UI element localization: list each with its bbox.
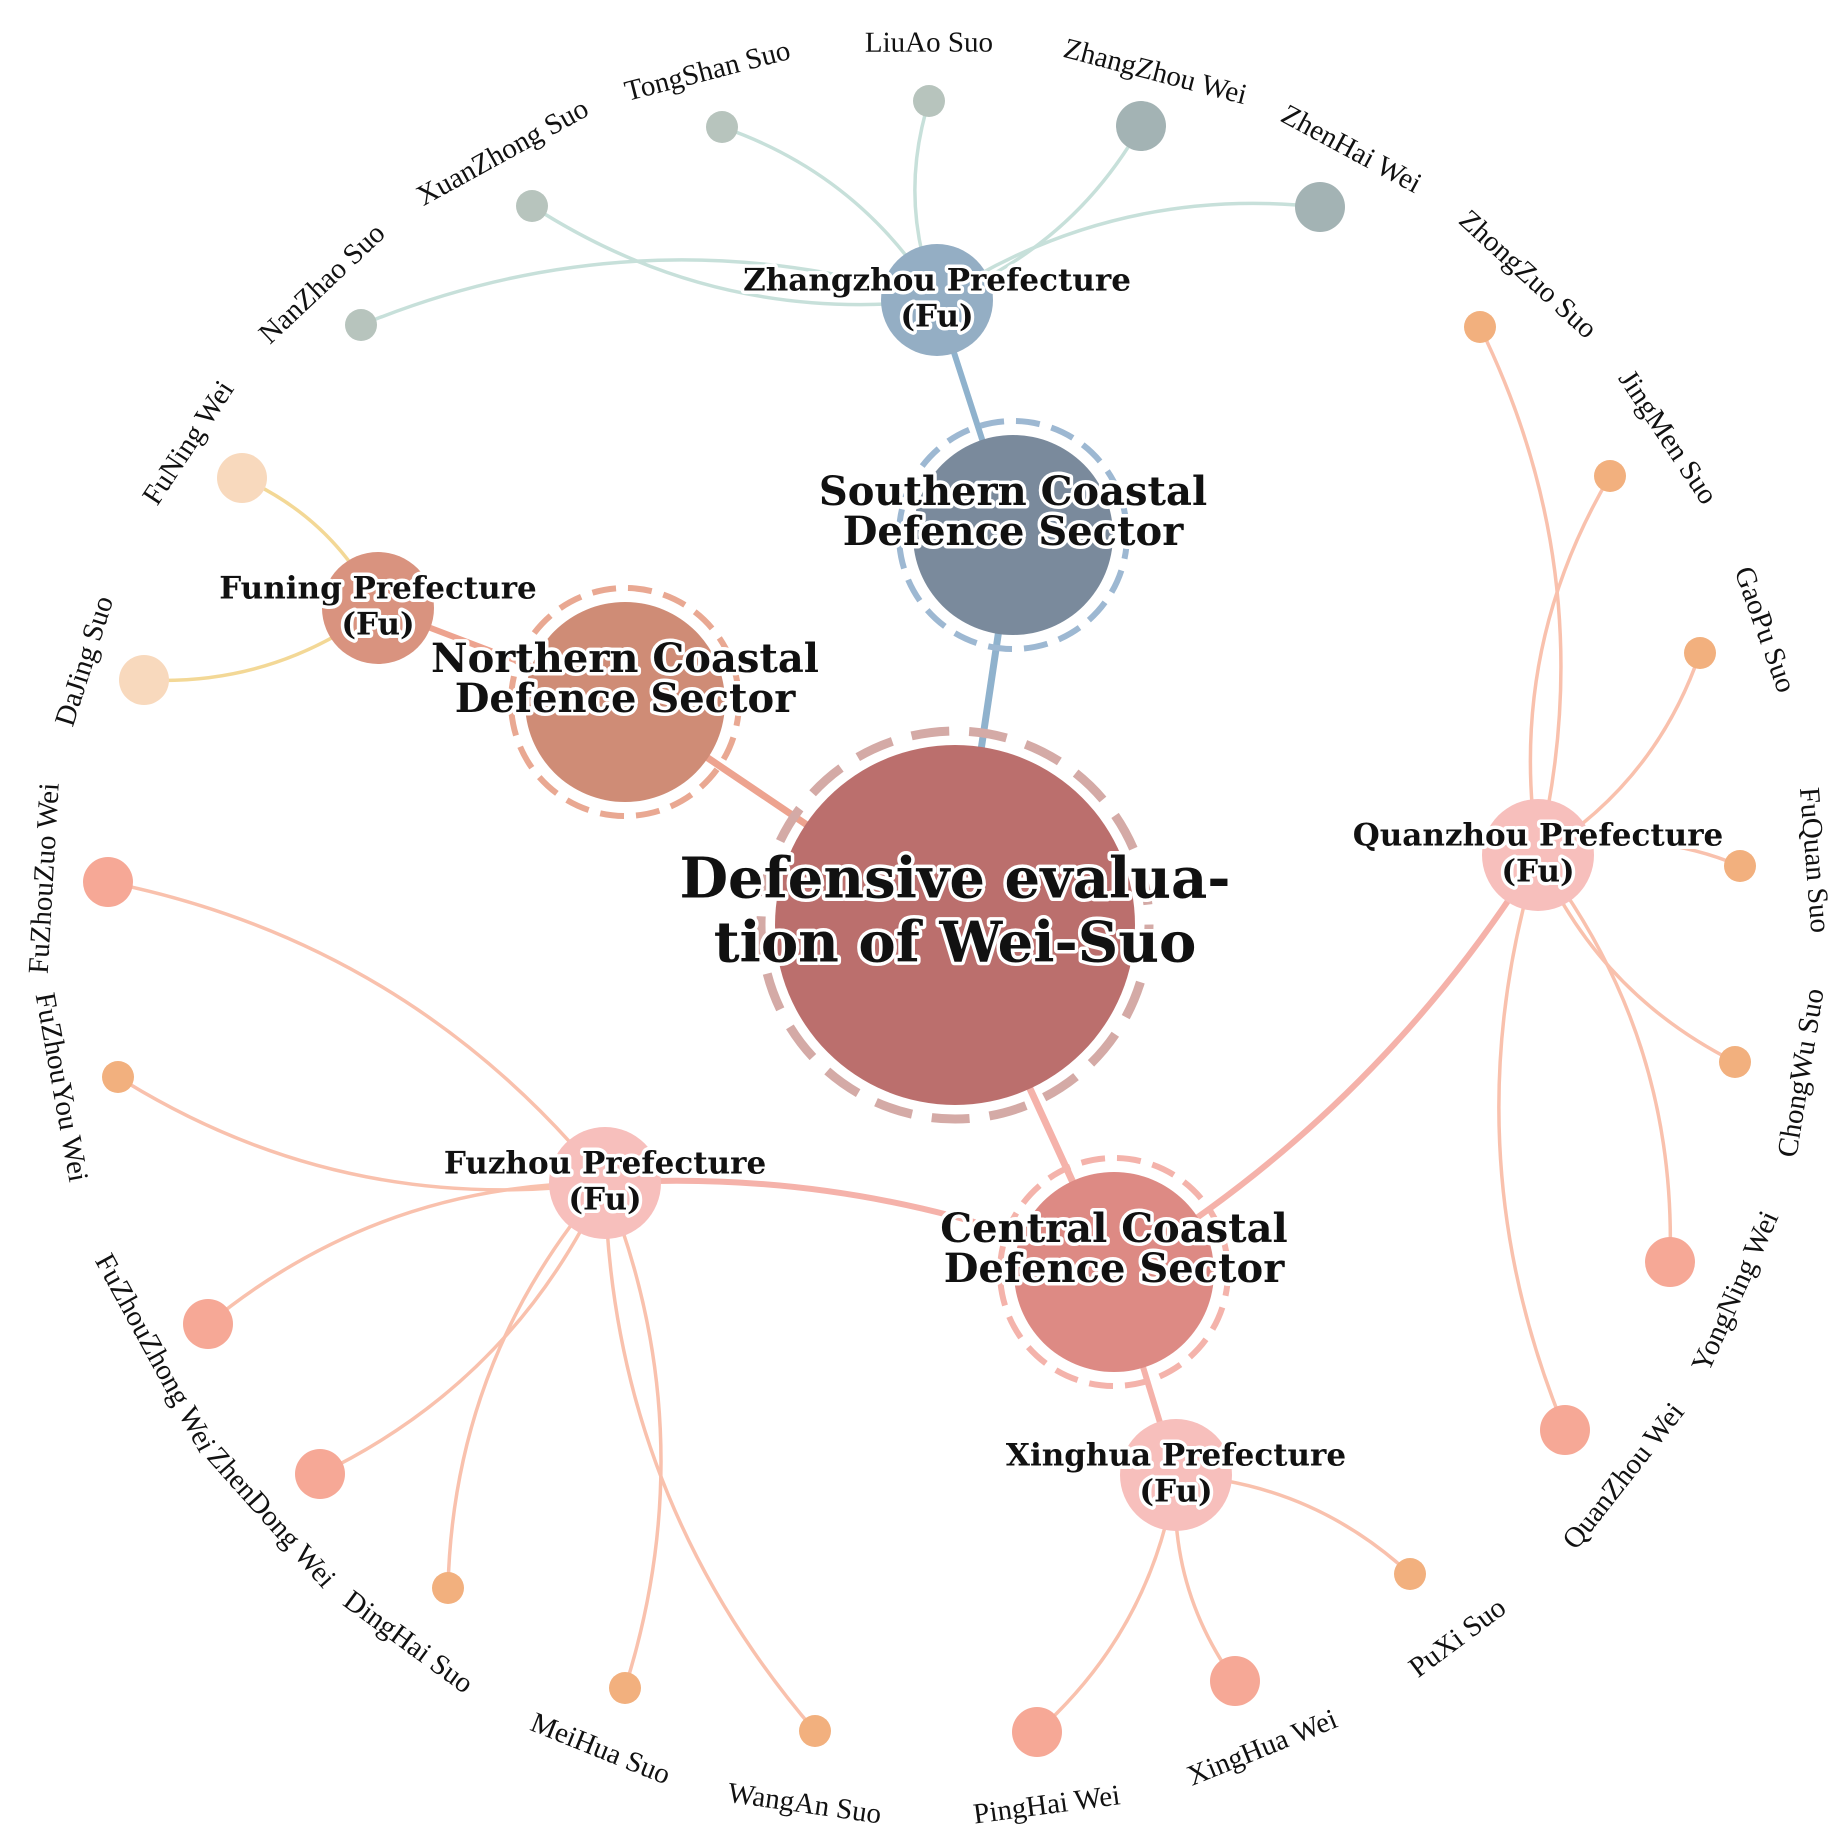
- link-fuzhou-meihua: [603, 1182, 663, 1689]
- leaf-node-fuzhouyou: [102, 1061, 134, 1093]
- leaf-label-yongning: YongNing Wei: [1685, 1206, 1785, 1376]
- sector-node-central-ring: [997, 1155, 1231, 1389]
- link-quanzhou-quanzhouwei: [1497, 854, 1567, 1431]
- leaf-label-fuquan: FuQuan Suo: [1793, 786, 1836, 934]
- leaf-node-quanzhouwei: [1540, 1405, 1590, 1455]
- leaf-label-chongwu: ChongWu Suo: [1771, 986, 1830, 1159]
- leaf-label-puxi: PuXi Suo: [1403, 1591, 1512, 1684]
- leaf-node-puxi: [1394, 1558, 1426, 1590]
- leaf-label-fuzhouzuo: FuZhouZuo Wei: [23, 782, 66, 975]
- sector-node-central: [1014, 1172, 1214, 1372]
- prefecture-label-funing: Funing Prefecture(Fu): [219, 571, 537, 643]
- leaf-label-wangan: WangAn Suo: [726, 1777, 884, 1831]
- leaf-node-yongning: [1645, 1237, 1695, 1287]
- leaf-node-jingmen: [1594, 460, 1626, 492]
- prefecture-node-xinghua: [1120, 1419, 1232, 1531]
- leaf-label-zhangzhouwei: ZhangZhou Wei: [1060, 32, 1250, 111]
- leaf-node-xinghuawei: [1210, 1656, 1260, 1706]
- leaf-node-xuanzhong: [516, 190, 548, 222]
- prefecture-node-zhangzhou: [881, 244, 993, 356]
- leaf-node-zhenhaiwei: [1295, 182, 1345, 232]
- leaf-label-xinghuawei: XingHua Wei: [1182, 1703, 1341, 1792]
- prefecture-label-zhangzhou: Zhangzhou Prefecture(Fu): [743, 263, 1131, 335]
- link-zhangzhou-nanzhao: [360, 258, 938, 327]
- leaf-node-fuzhouzhong: [183, 1299, 233, 1349]
- leaf-node-gaopu: [1684, 637, 1716, 669]
- leaf-node-dajing: [119, 655, 169, 705]
- sector-node-northern: [525, 602, 725, 802]
- leaf-node-fuzhouzuo: [83, 857, 133, 907]
- link-fuzhou-dinghai: [446, 1181, 607, 1589]
- link-fuzhou-fuzhouzhong: [206, 1181, 606, 1326]
- prefecture-node-quanzhou: [1482, 799, 1594, 911]
- prefecture-label-xinghua: Xinghua Prefecture(Fu): [1006, 1438, 1346, 1510]
- leaf-node-fuquan: [1724, 850, 1756, 882]
- link-quanzhou-yongning: [1536, 853, 1673, 1263]
- leaf-label-gaopu: GaoPu Suo: [1728, 562, 1803, 696]
- leaf-label-fuzhouzhong: FuZhouZhong Wei: [88, 1248, 222, 1457]
- leaf-label-xuanzhong: XuanZhong Suo: [411, 92, 594, 212]
- leaf-label-pinghai: PingHai Wei: [971, 1779, 1122, 1830]
- leaf-node-dinghai: [432, 1572, 464, 1604]
- sector-node-southern: [913, 435, 1113, 635]
- link-zhangzhou-xuanzhong: [531, 204, 938, 307]
- leaf-node-zhongzuo: [1464, 311, 1496, 343]
- leaf-label-liuao: LiuAo Suo: [865, 27, 993, 59]
- nodes-layer: [83, 85, 1756, 1757]
- link-fuzhou-fuzhouzuo: [107, 880, 607, 1185]
- link-quanzhou-jingmen: [1528, 475, 1612, 856]
- prefecture-node-fuzhou: [549, 1127, 661, 1239]
- link-quanzhou-zhongzuo: [1478, 326, 1563, 856]
- leaf-node-funingwei: [217, 453, 267, 503]
- leaf-label-meihua: MeiHua Suo: [526, 1706, 675, 1791]
- leaf-node-tongshan: [706, 111, 738, 143]
- leaf-label-jingmen: JingMen Suo: [1612, 364, 1724, 510]
- labels-layer: Defensive evalua-tion of Wei-Suo Southern…: [23, 27, 1837, 1831]
- sector-node-southern-ring: [896, 418, 1130, 652]
- sector-node-northern-ring: [508, 585, 742, 819]
- link-fuzhou-fuzhouyou: [117, 1075, 606, 1192]
- prefecture-label-fuzhou: Fuzhou Prefecture(Fu): [444, 1146, 766, 1218]
- prefecture-node-funing: [322, 552, 434, 664]
- leaf-node-meihua: [609, 1672, 641, 1704]
- leaf-node-zhendong: [295, 1449, 345, 1499]
- prefecture-label-quanzhou: Quanzhou Prefecture(Fu): [1353, 818, 1724, 890]
- link-fuzhou-zhendong: [319, 1182, 607, 1476]
- leaf-node-zhangzhouwei: [1116, 101, 1166, 151]
- leaf-node-liuao: [913, 85, 945, 117]
- leaf-node-wangan: [799, 1715, 831, 1747]
- leaf-node-pinghai: [1012, 1707, 1062, 1757]
- leaf-node-chongwu: [1719, 1046, 1751, 1078]
- root-node: [775, 745, 1135, 1105]
- root-node-ring: [756, 726, 1154, 1124]
- leaf-label-zhenhaiwei: ZhenHai Wei: [1276, 98, 1427, 199]
- leaf-label-dajing: DaJing Suo: [49, 592, 120, 730]
- leaf-label-dinghai: DingHai Suo: [338, 1584, 480, 1700]
- root-label: Defensive evalua-tion of Wei-Suo: [679, 846, 1230, 976]
- leaf-label-tongshan: TongShan Suo: [621, 34, 793, 107]
- leaf-node-nanzhao: [345, 309, 377, 341]
- leaf-label-fuzhouyou: FuZhouYou Wei: [29, 990, 95, 1184]
